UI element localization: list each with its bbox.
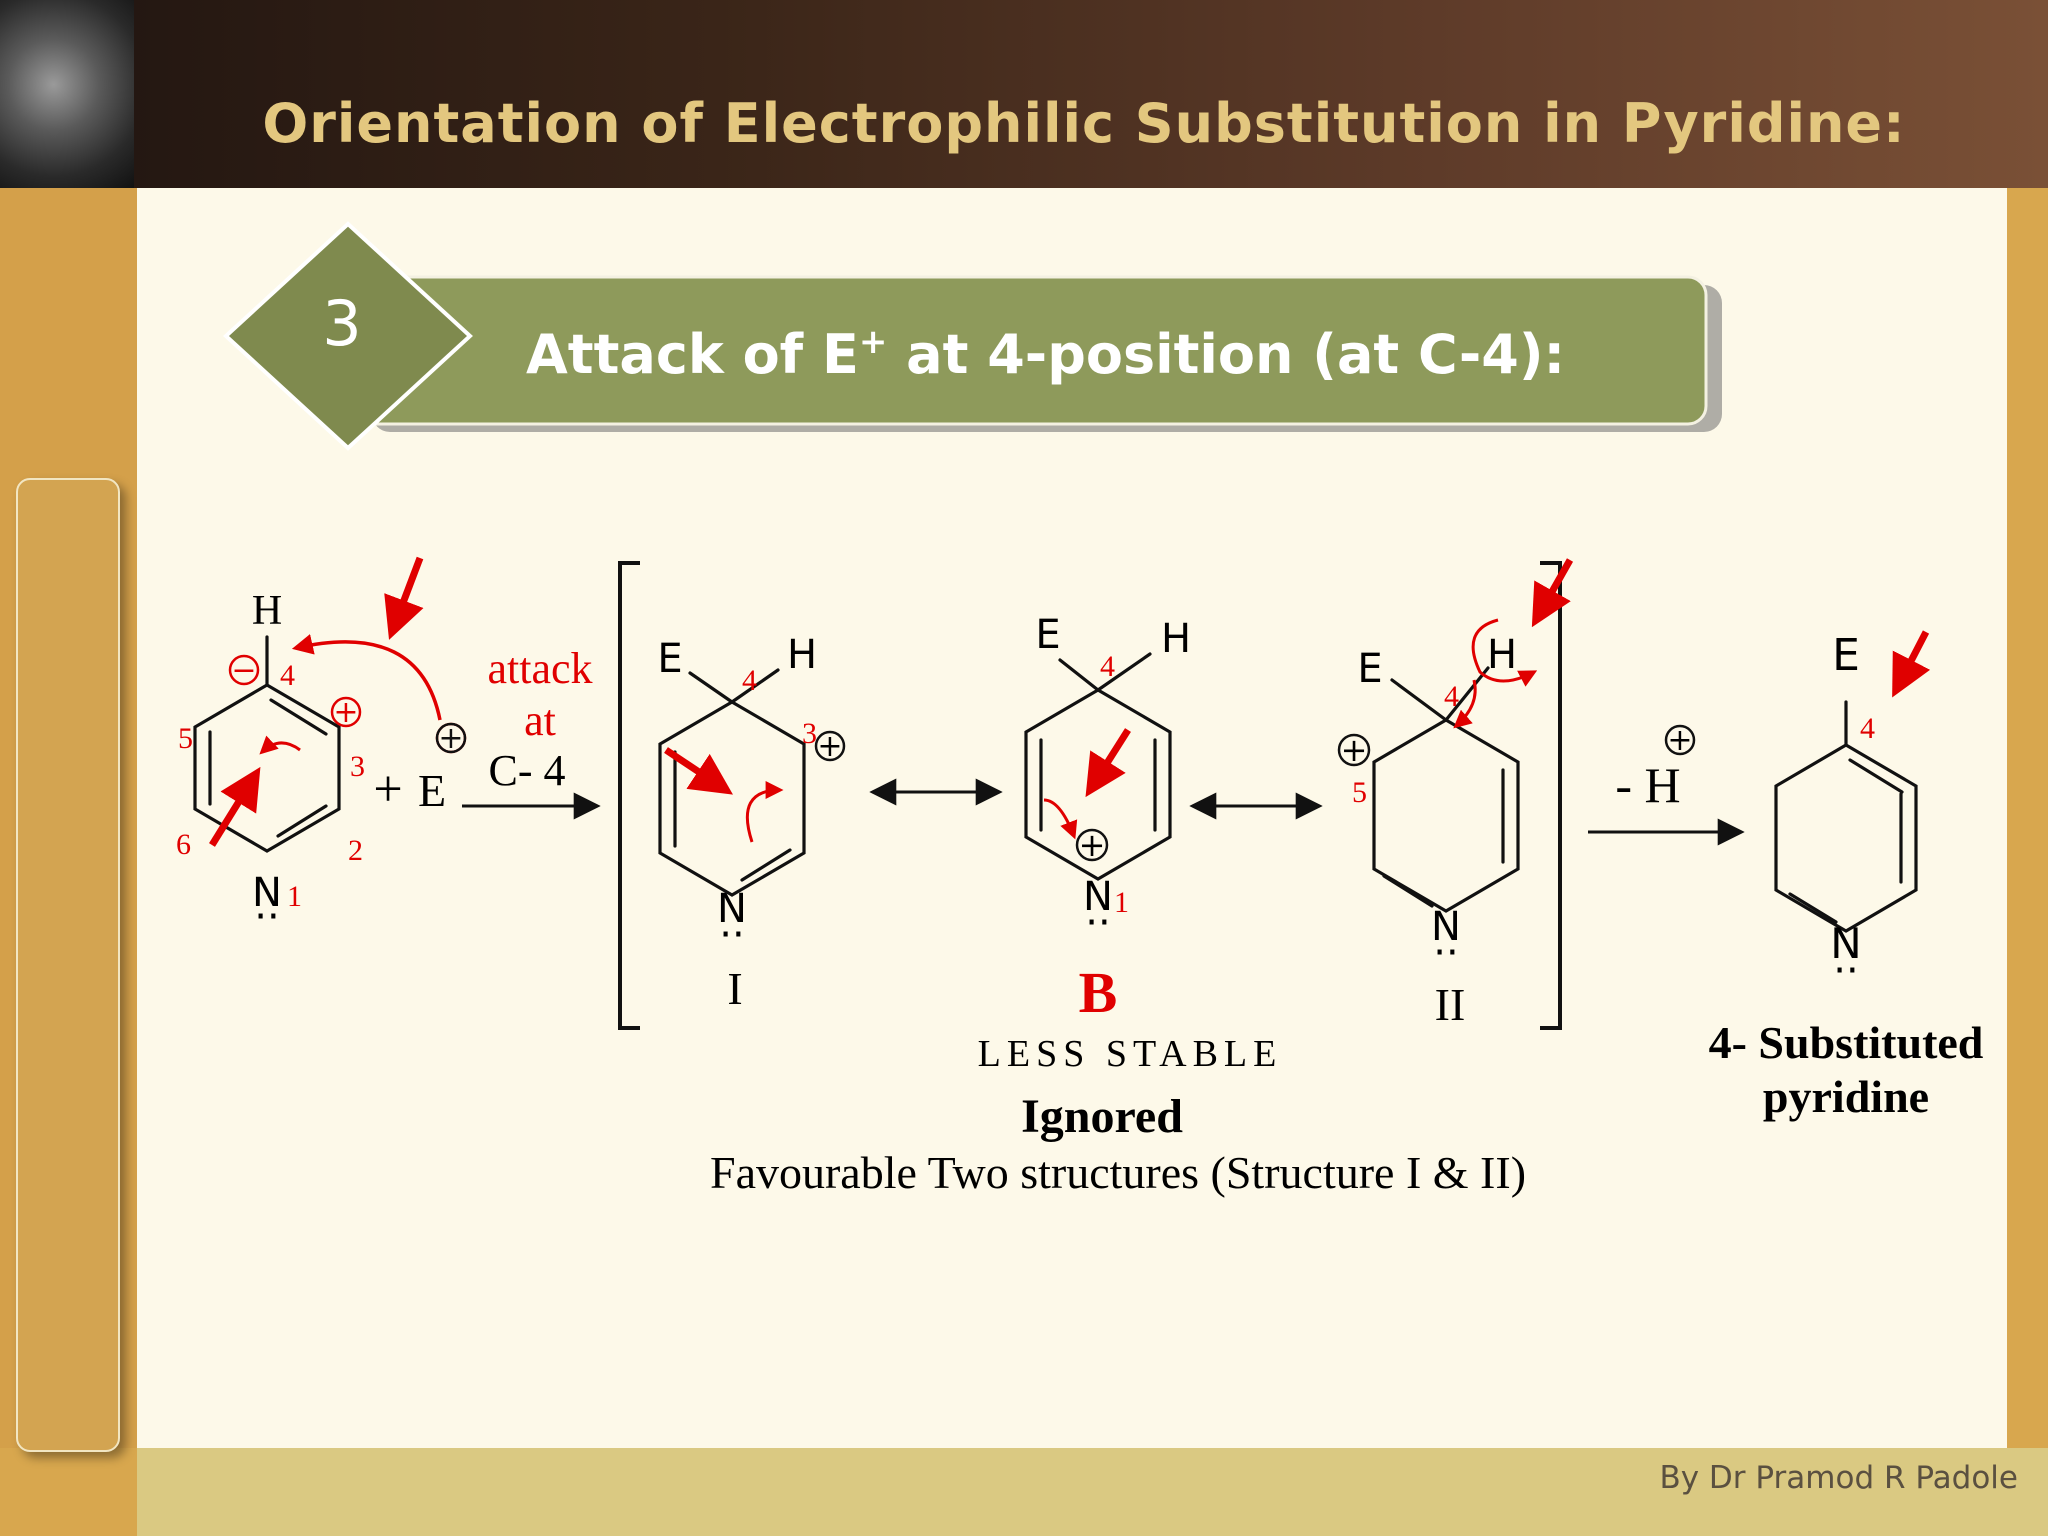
svg-text:2: 2 xyxy=(348,834,363,867)
svg-text:N: N xyxy=(1431,904,1461,950)
svg-text:attack: attack xyxy=(487,644,592,693)
svg-text:at: at xyxy=(524,696,556,745)
product-name-line2: pyridine xyxy=(1763,1071,1929,1122)
ignored-caption: Ignored xyxy=(1021,1090,1183,1143)
svg-text:4: 4 xyxy=(1860,712,1875,745)
banner-title: Attack of E+ at 4-position (at C-4): xyxy=(526,322,1565,386)
svg-text:−: − xyxy=(231,653,256,688)
svg-text:H: H xyxy=(252,588,282,634)
svg-text:1: 1 xyxy=(287,880,302,913)
less-stable-note: LESS STABLE xyxy=(978,1033,1283,1075)
svg-text:4: 4 xyxy=(1100,650,1115,683)
svg-text:··: ·· xyxy=(1085,900,1110,946)
attack-position: C- 4 xyxy=(489,746,566,795)
h-elimination: - H + xyxy=(1588,723,1745,846)
svg-text:1: 1 xyxy=(1114,886,1129,919)
svg-text:+: + xyxy=(817,729,842,764)
svg-text:··: ·· xyxy=(1433,930,1458,976)
svg-text:3: 3 xyxy=(802,717,817,750)
svg-text:+: + xyxy=(333,695,358,730)
svg-text:3: 3 xyxy=(350,750,365,783)
reactant-pyridine: H N ·· 1 2 3 4 5 6 − + + + E xyxy=(176,556,467,940)
svg-text:4: 4 xyxy=(742,664,757,697)
svg-text:I: I xyxy=(727,963,742,1014)
svg-text:+: + xyxy=(1079,826,1106,864)
svg-text:N: N xyxy=(1083,874,1113,920)
right-bracket xyxy=(1540,561,1562,1030)
attack-label: attack at xyxy=(487,644,592,745)
structure-b: E H 4 + N ·· 1 B LESS STABLE xyxy=(978,612,1283,1075)
structure-b-label: B xyxy=(1079,960,1118,1025)
corner-image xyxy=(0,0,134,188)
author-credit: By Dr Pramod R Padole xyxy=(1659,1460,2018,1496)
favourable-caption: Favourable Two structures (Structure I &… xyxy=(710,1147,1526,1198)
svg-text:6: 6 xyxy=(176,828,191,861)
step-number: 3 xyxy=(322,287,361,360)
svg-text:5: 5 xyxy=(178,722,193,755)
svg-text:··: ·· xyxy=(1833,948,1858,994)
svg-text:E: E xyxy=(1035,612,1060,658)
svg-text:N: N xyxy=(717,886,747,932)
svg-text:II: II xyxy=(1435,979,1466,1030)
header-bar xyxy=(0,0,2048,188)
product-name-line1: 4- Substituted xyxy=(1709,1017,1984,1068)
left-panel xyxy=(16,478,120,1452)
svg-text:··: ·· xyxy=(719,912,744,958)
svg-text:E: E xyxy=(657,636,682,682)
svg-text:+: + xyxy=(1667,723,1692,758)
svg-text:E: E xyxy=(1357,646,1382,692)
svg-text:4: 4 xyxy=(280,659,295,692)
structure-i: E H 4 3 + N ·· I xyxy=(657,632,846,1014)
svg-text:5: 5 xyxy=(1352,776,1367,809)
structure-ii: E H 4 5 + N ·· II xyxy=(1337,558,1574,1030)
svg-text:E: E xyxy=(1832,630,1860,681)
svg-text:H: H xyxy=(1487,632,1517,678)
svg-text:- H: - H xyxy=(1615,757,1680,813)
slide-title: Orientation of Electrophilic Substitutio… xyxy=(262,92,1906,155)
svg-text:E: E xyxy=(418,765,446,816)
svg-text:+: + xyxy=(373,761,402,818)
svg-text:4: 4 xyxy=(1444,680,1459,713)
footer-bar xyxy=(137,1448,2048,1536)
svg-text:H: H xyxy=(1161,616,1191,662)
svg-text:N: N xyxy=(252,870,282,916)
left-bracket xyxy=(618,561,640,1030)
product-pyridine: E 4 N ·· 4- Substituted pyridine xyxy=(1709,630,1984,1122)
svg-text:··: ·· xyxy=(254,894,279,940)
svg-text:H: H xyxy=(787,632,817,678)
step-banner: 3 Attack of E+ at 4-position (at C-4): xyxy=(223,221,1722,451)
svg-text:N: N xyxy=(1830,919,1861,968)
svg-text:+: + xyxy=(1341,731,1368,769)
